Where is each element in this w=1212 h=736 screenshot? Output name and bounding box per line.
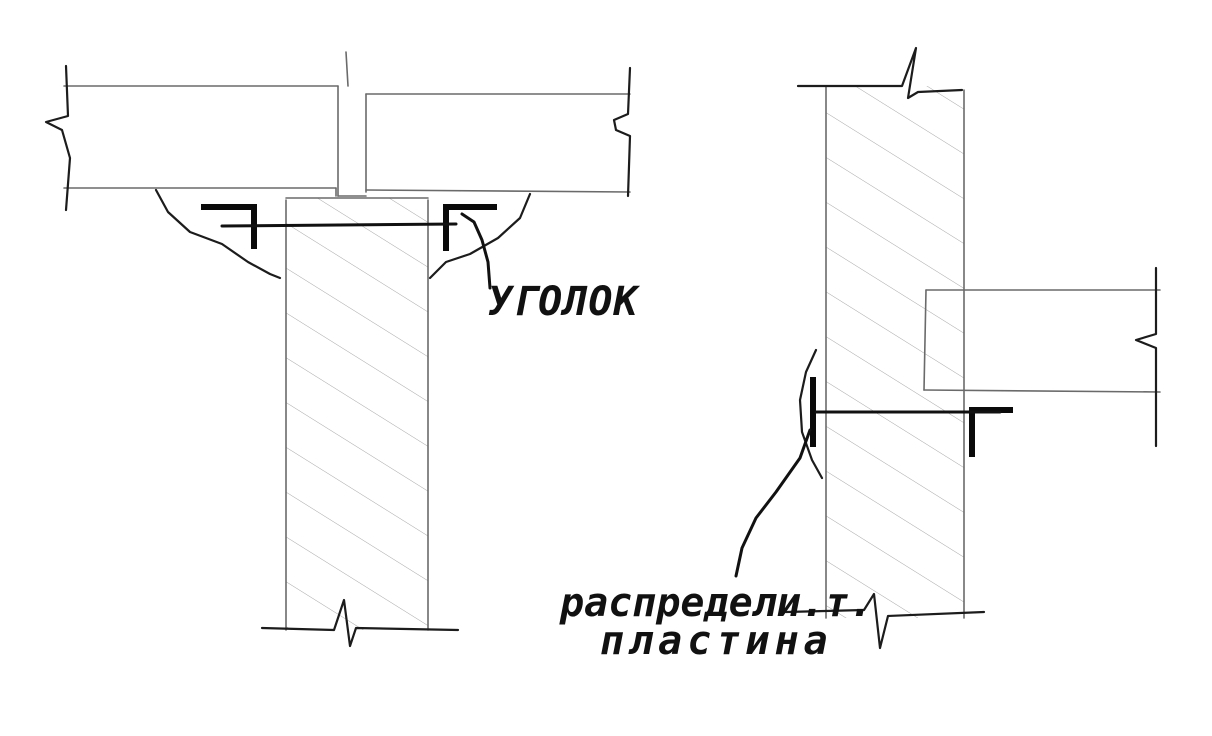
- steel-angle-left: [201, 204, 257, 249]
- right-wall: [825, 85, 965, 619]
- left-column: [285, 197, 429, 631]
- left-detail: [44, 51, 632, 648]
- right-wall-top-break: [796, 46, 964, 100]
- right-floor-beam: [923, 266, 1161, 448]
- plate-leader-line: [734, 428, 812, 578]
- left-slab-left: [44, 64, 339, 212]
- angle-label: УГОЛОК: [488, 279, 639, 325]
- right-detail: [734, 46, 1161, 650]
- mortar-fillet-left: [154, 188, 282, 280]
- left-slab-right: [337, 51, 632, 198]
- angle-leader-line: [460, 212, 492, 290]
- right-wall-bottom-break: [784, 592, 986, 650]
- distribution-plate-label-line1: распредели.т.: [560, 580, 874, 626]
- tie-rod-left: [220, 222, 458, 228]
- left-column-break-line: [260, 598, 460, 648]
- distribution-plate-outline: [798, 348, 824, 480]
- steel-angle-right-detail: [969, 407, 1013, 457]
- steel-angle-right: [443, 204, 497, 251]
- distribution-plate-label-line2: пластина: [600, 618, 833, 664]
